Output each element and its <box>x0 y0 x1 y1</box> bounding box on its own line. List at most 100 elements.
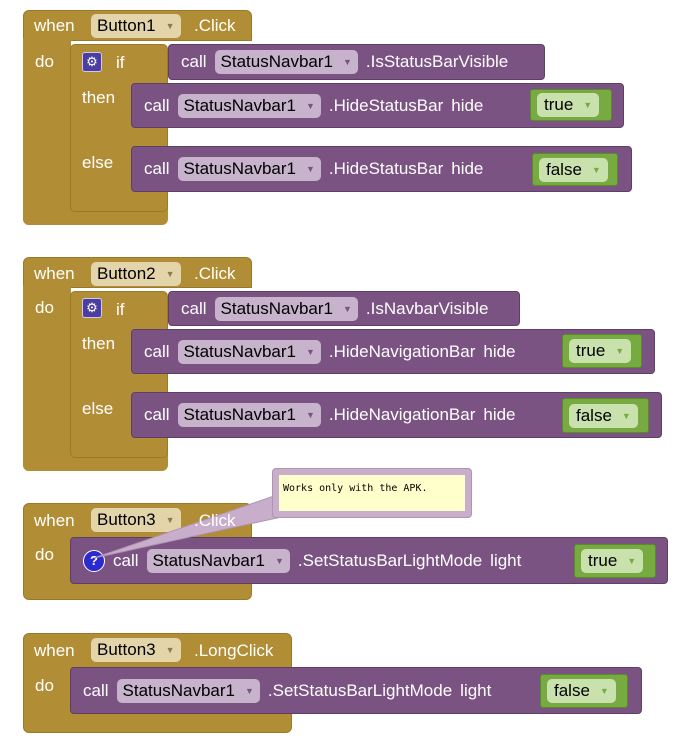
boolean-dropdown[interactable]: false ▼ <box>569 403 638 428</box>
when-label: when <box>34 16 75 35</box>
component-name: StatusNavbar1 <box>183 159 296 178</box>
boolean-false-block[interactable]: false ▼ <box>540 674 628 708</box>
do-label: do <box>35 676 54 695</box>
component-dropdown[interactable]: StatusNavbar1 ▼ <box>214 296 358 321</box>
component-name: Button3 <box>97 640 156 659</box>
component-name: StatusNavbar1 <box>152 550 265 570</box>
call-label: call <box>113 550 139 570</box>
call-is-navbar-visible[interactable]: call StatusNavbar1 ▼ .IsNavbarVisible <box>168 291 520 326</box>
boolean-value: true <box>544 95 574 114</box>
do-label: do <box>35 52 54 71</box>
method-name: .SetStatusBarLightMode <box>297 550 483 570</box>
method-name: .IsNavbarVisible <box>365 298 489 318</box>
dropdown-arrow-icon: ▼ <box>621 410 631 421</box>
component-name: StatusNavbar1 <box>183 405 296 424</box>
component-dropdown[interactable]: StatusNavbar1▼ <box>177 93 321 118</box>
component-dropdown[interactable]: Button3 ▼ <box>91 638 181 662</box>
dropdown-arrow-icon: ▼ <box>342 57 352 67</box>
dropdown-arrow-icon: ▼ <box>274 555 284 566</box>
component-name: Button1 <box>97 16 156 35</box>
boolean-true-block[interactable]: true ▼ <box>574 544 656 578</box>
component-dropdown[interactable]: StatusNavbar1▼ <box>177 403 321 427</box>
boolean-false-block[interactable]: false ▼ <box>532 153 618 186</box>
dropdown-arrow-icon: ▼ <box>599 686 609 696</box>
call-label: call <box>144 341 170 361</box>
method-name: .SetStatusBarLightMode <box>267 680 453 700</box>
when-label: when <box>34 511 75 530</box>
dropdown-arrow-icon: ▼ <box>165 269 175 279</box>
component-name: Button3 <box>97 510 156 529</box>
event-block-body <box>23 285 71 471</box>
event-name: .LongClick <box>194 641 274 660</box>
dropdown-arrow-icon: ▼ <box>627 556 637 566</box>
call-label: call <box>144 159 170 178</box>
comment-bubble[interactable]: Works only with the APK. <box>272 468 472 518</box>
when-label: when <box>34 641 75 660</box>
component-dropdown[interactable]: StatusNavbar1 ▼ <box>214 50 358 74</box>
dropdown-arrow-icon: ▼ <box>591 164 601 175</box>
method-name: .HideStatusBar <box>328 95 444 115</box>
dropdown-arrow-icon: ▼ <box>165 515 175 525</box>
dropdown-arrow-icon: ▼ <box>615 346 625 356</box>
event-block-bottom <box>23 208 168 225</box>
param-label: light <box>490 550 522 570</box>
comment-text[interactable]: Works only with the APK. <box>279 475 465 511</box>
boolean-value: true <box>588 551 618 570</box>
then-label: then <box>82 88 116 107</box>
dropdown-arrow-icon: ▼ <box>583 100 593 110</box>
boolean-value: true <box>576 341 606 360</box>
dropdown-arrow-icon: ▼ <box>305 164 315 174</box>
boolean-value: false <box>554 681 590 700</box>
comment-pointer <box>93 495 287 559</box>
component-name: StatusNavbar1 <box>183 95 296 115</box>
component-dropdown[interactable]: Button2▼ <box>91 262 181 286</box>
component-name: StatusNavbar1 <box>220 298 333 318</box>
dropdown-arrow-icon: ▼ <box>305 346 315 357</box>
dropdown-arrow-icon: ▼ <box>244 685 254 696</box>
method-name: .IsStatusBarVisible <box>365 52 509 71</box>
if-label: if <box>116 300 125 319</box>
boolean-true-block[interactable]: true ▼ <box>530 89 612 121</box>
component-name: StatusNavbar1 <box>220 52 333 71</box>
component-name: StatusNavbar1 <box>183 341 296 361</box>
event-block-body <box>23 38 71 225</box>
if-label: if <box>116 53 125 72</box>
boolean-false-block[interactable]: false ▼ <box>562 398 649 433</box>
component-name: StatusNavbar1 <box>122 680 235 700</box>
component-dropdown[interactable]: Button1▼ <box>91 14 181 38</box>
method-name: .HideNavigationBar <box>328 405 476 424</box>
event-name: .Click <box>194 16 236 35</box>
event-name: .Click <box>194 264 236 283</box>
boolean-value: false <box>546 159 582 179</box>
boolean-dropdown[interactable]: true ▼ <box>569 339 632 363</box>
comment-question-icon[interactable]: ? <box>83 549 105 572</box>
component-dropdown[interactable]: StatusNavbar1 ▼ <box>146 548 290 573</box>
mutator-gear-icon[interactable]: ⚙ <box>82 52 102 72</box>
boolean-dropdown[interactable]: true ▼ <box>537 93 600 117</box>
call-label: call <box>144 95 170 115</box>
dropdown-arrow-icon: ▼ <box>342 303 352 314</box>
call-is-status-bar-visible[interactable]: call StatusNavbar1 ▼ .IsStatusBarVisible <box>168 44 545 80</box>
boolean-dropdown[interactable]: false ▼ <box>547 679 616 703</box>
component-dropdown[interactable]: StatusNavbar1 ▼ <box>177 339 321 364</box>
param-label: hide <box>451 95 484 115</box>
component-dropdown[interactable]: StatusNavbar1 ▼ <box>177 157 321 181</box>
component-dropdown[interactable]: StatusNavbar1 ▼ <box>116 678 260 703</box>
else-label: else <box>82 399 114 418</box>
boolean-true-block[interactable]: true ▼ <box>562 334 642 368</box>
when-label: when <box>34 264 75 283</box>
method-name: .HideStatusBar <box>328 159 444 178</box>
mutator-gear-icon[interactable]: ⚙ <box>82 298 102 318</box>
dropdown-arrow-icon: ▼ <box>165 645 175 655</box>
param-label: hide <box>483 405 516 424</box>
boolean-value: false <box>576 405 612 425</box>
boolean-dropdown[interactable]: false ▼ <box>539 157 608 182</box>
param-label: hide <box>483 341 516 361</box>
boolean-dropdown[interactable]: true ▼ <box>581 549 644 573</box>
do-label: do <box>35 545 54 564</box>
else-label: else <box>82 153 114 172</box>
call-set-status-bar-light-mode[interactable]: ? call StatusNavbar1 ▼ .SetStatusBarLight… <box>70 537 668 584</box>
call-label: call <box>181 298 207 318</box>
call-label: call <box>181 52 207 71</box>
component-dropdown[interactable]: Button3 ▼ <box>91 508 181 532</box>
